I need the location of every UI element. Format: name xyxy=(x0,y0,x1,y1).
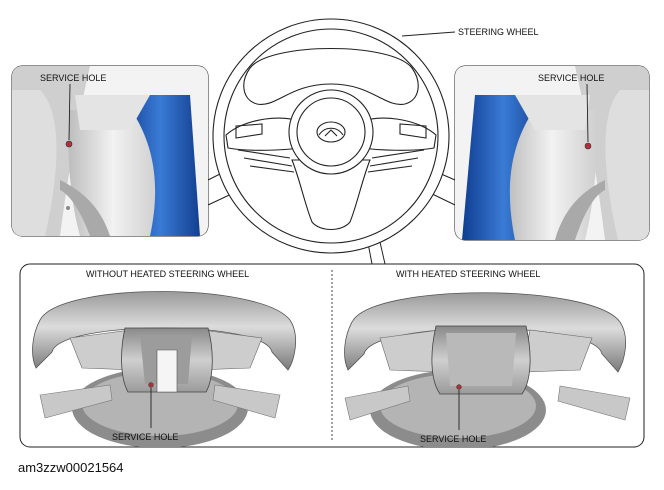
service-hole-label-bottom-right: SERVICE HOLE xyxy=(420,434,486,444)
steering-wheel-outline xyxy=(212,18,450,254)
inset-top-right-render xyxy=(455,66,649,240)
service-hole-leader-top-left xyxy=(68,83,71,141)
service-hole-label-top-right: SERVICE HOLE xyxy=(538,73,604,83)
with-heated-label: WITH HEATED STEERING WHEEL xyxy=(396,269,540,279)
service-hole-label-top-left: SERVICE HOLE xyxy=(40,73,106,83)
service-hole-leader-top-right xyxy=(586,83,589,143)
figure-code: am3zzw00021564 xyxy=(18,460,124,475)
steering-wheel-label: STEERING WHEEL xyxy=(458,27,539,37)
render-with-heated xyxy=(344,292,631,447)
without-heated-label: WITHOUT HEATED STEERING WHEEL xyxy=(86,269,249,279)
render-without-heated xyxy=(32,291,297,447)
service-hole-label-bottom-left: SERVICE HOLE xyxy=(112,432,178,442)
inset-top-left-render xyxy=(12,66,208,236)
